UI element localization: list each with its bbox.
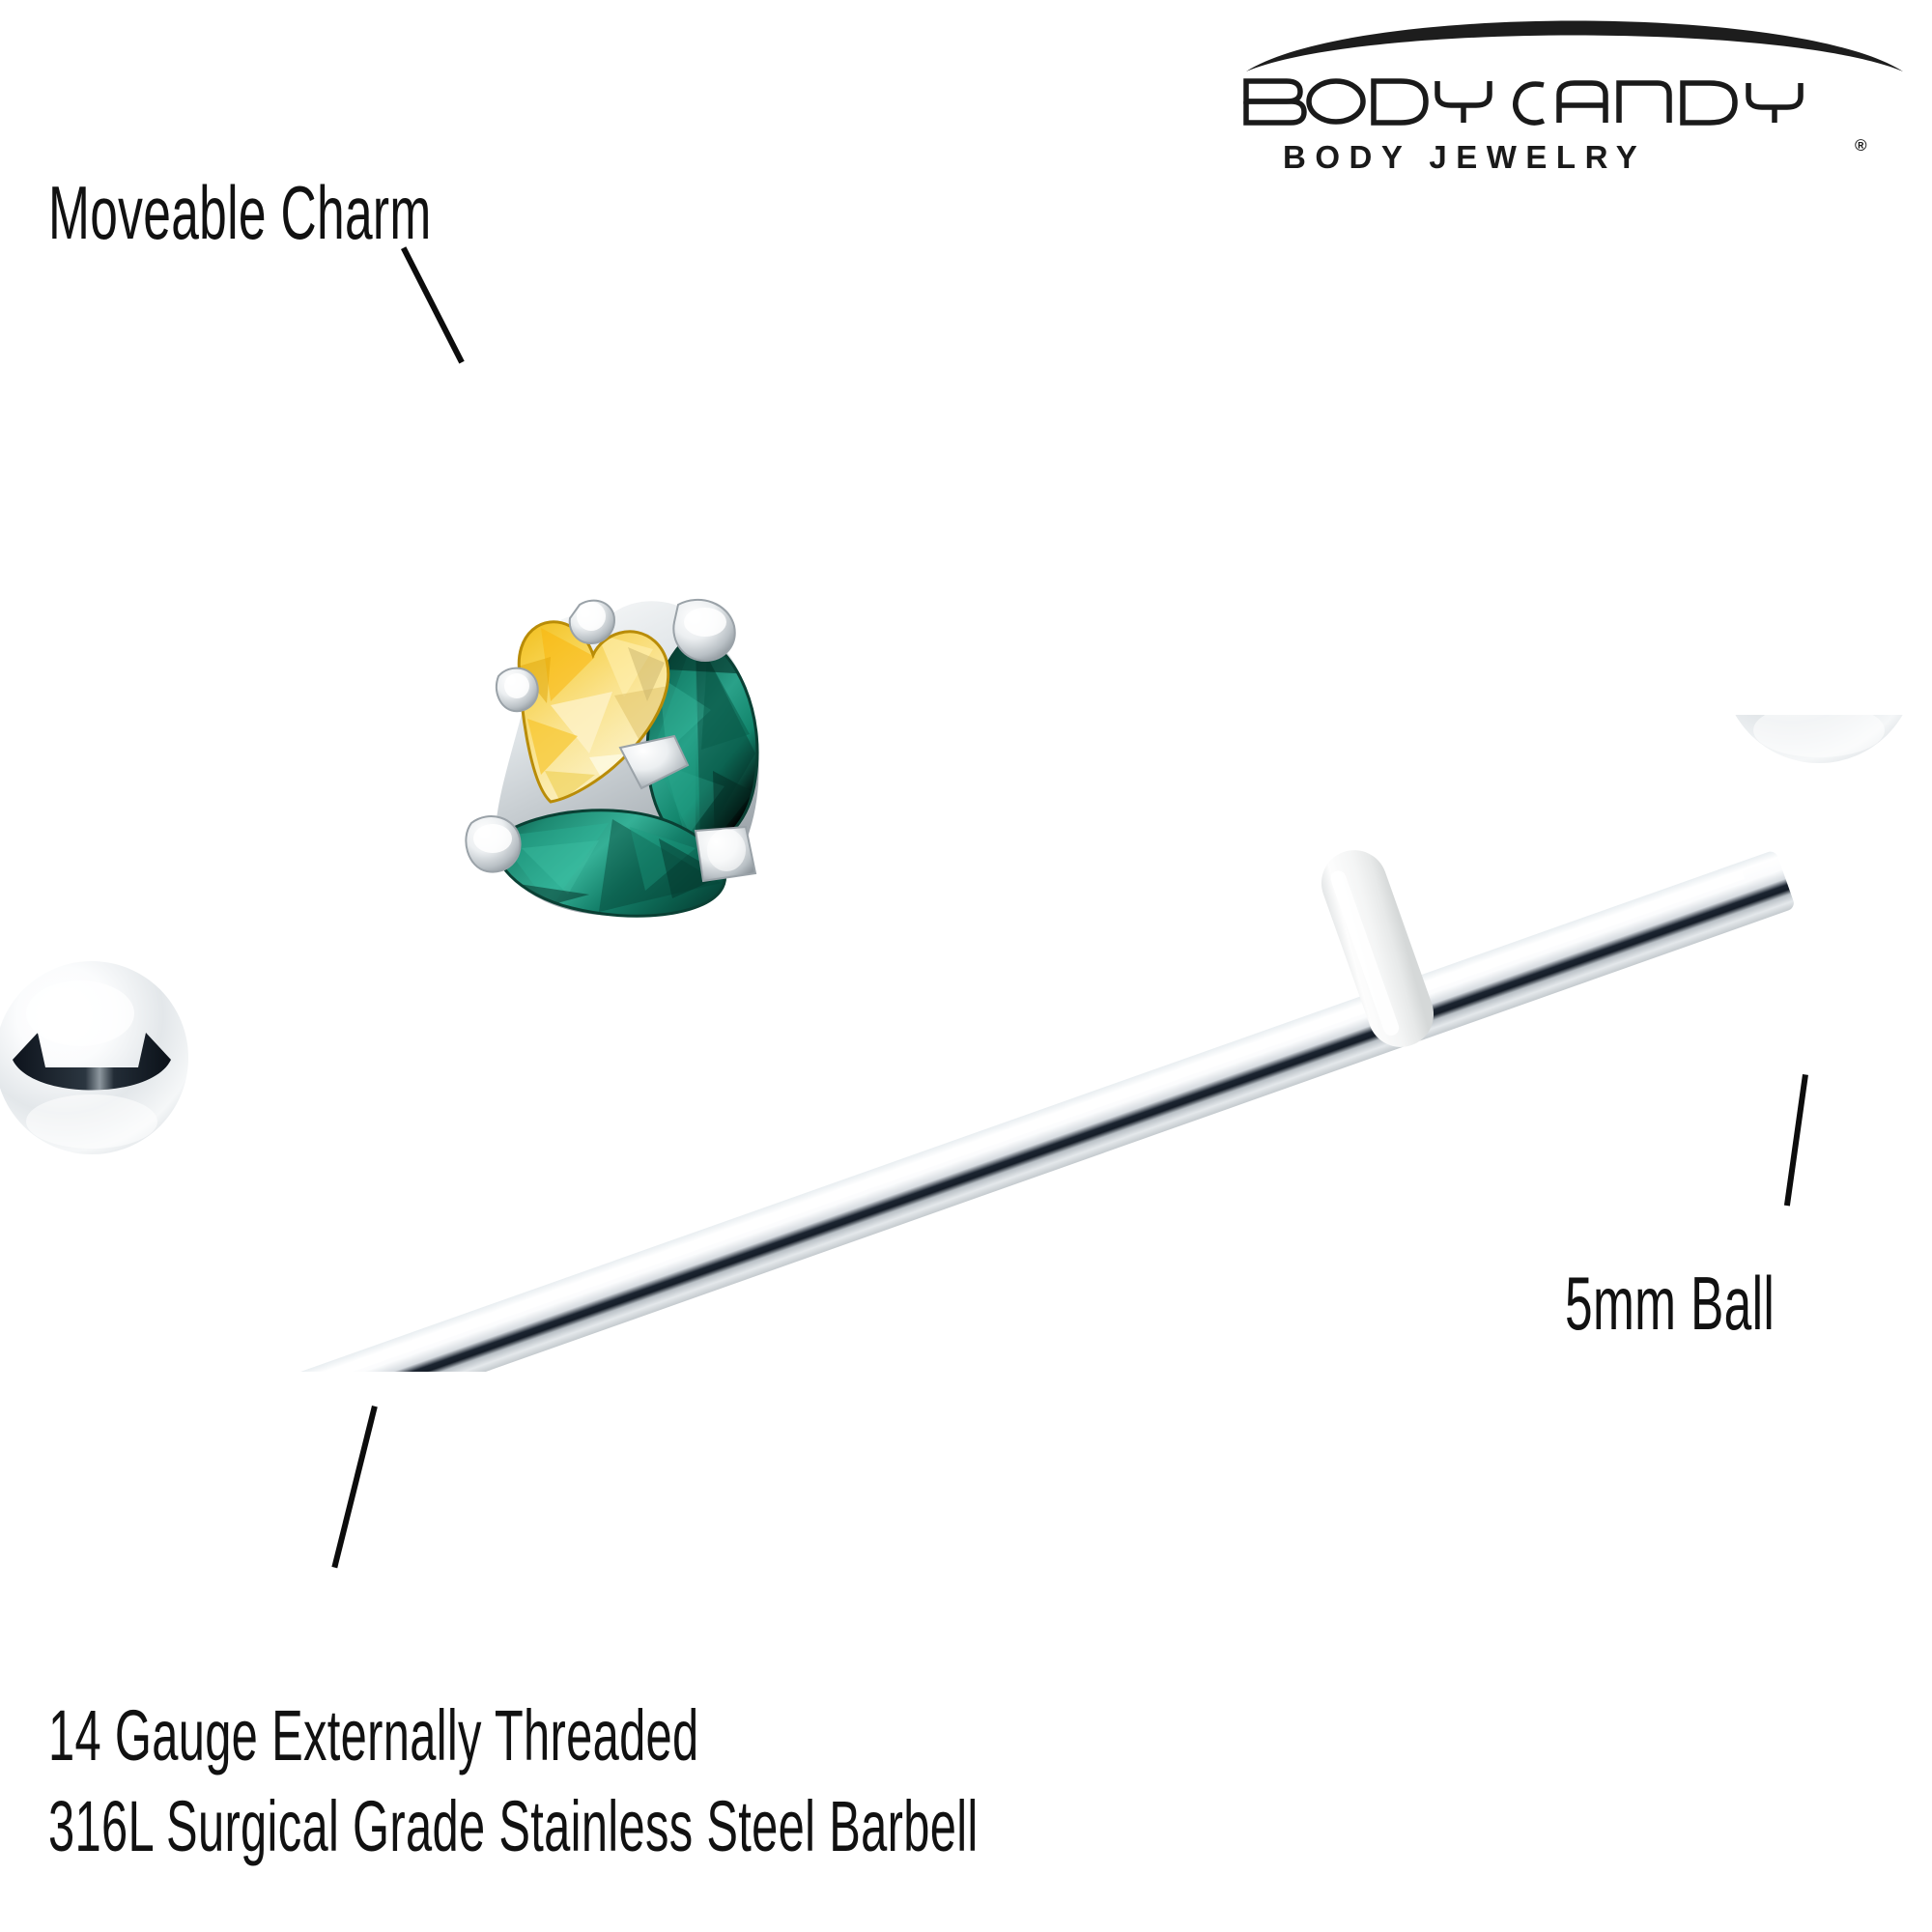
prong-heart-bottom-right: [618, 734, 690, 790]
logo-arc-icon: [1246, 20, 1903, 71]
brand-logo: BODY JEWELRY ®: [1236, 8, 1913, 182]
logo-tagline: BODY JEWELRY ®: [1283, 136, 1867, 175]
barbell-shaft: [147, 851, 1794, 1484]
callout-label-gauge: 14 Gauge Externally Threaded: [48, 1695, 699, 1776]
ball-right-rim-light: [1753, 703, 1885, 757]
charm-svg: [465, 598, 759, 918]
callout-label-moveable-charm: Moveable Charm: [48, 170, 432, 255]
logo-registered-mark: ®: [1855, 136, 1867, 155]
gem-marquise-left-outline: [495, 809, 726, 918]
charm-prongs: [465, 598, 757, 883]
ball-left-rim-light: [26, 1094, 157, 1149]
gem-marquise-left: [496, 810, 725, 917]
leader-line-barbell-spec: [331, 1406, 378, 1569]
callout-label-5mm-ball: 5mm Ball: [1565, 1261, 1776, 1346]
logo-wordmark: [1243, 78, 1804, 126]
barbell-svg: [0, 570, 1916, 1484]
barbell-shaft-group: [147, 851, 1794, 1484]
barbell-oring: [1321, 850, 1435, 1047]
ball-left-specular-highlight: [26, 980, 134, 1046]
oring-inner-shade: [1330, 870, 1400, 1036]
moveable-charm-cluster: [406, 512, 889, 995]
industrial-barbell: [0, 570, 1932, 1484]
leader-line-moveable-charm: [401, 246, 465, 364]
barbell-shaft-highlight: [185, 870, 1745, 1431]
barbell-ball-right: [1722, 570, 1916, 763]
barbell-ball-left: [0, 961, 188, 1154]
callout-label-material: 316L Surgical Grade Stainless Steel Barb…: [48, 1786, 979, 1866]
logo-tagline-text: BODY JEWELRY: [1283, 139, 1646, 175]
brand-logo-svg: BODY JEWELRY ®: [1243, 20, 1903, 175]
gem-heart-yellow: [519, 621, 668, 802]
ball-left-reflection-band: [13, 1033, 171, 1091]
